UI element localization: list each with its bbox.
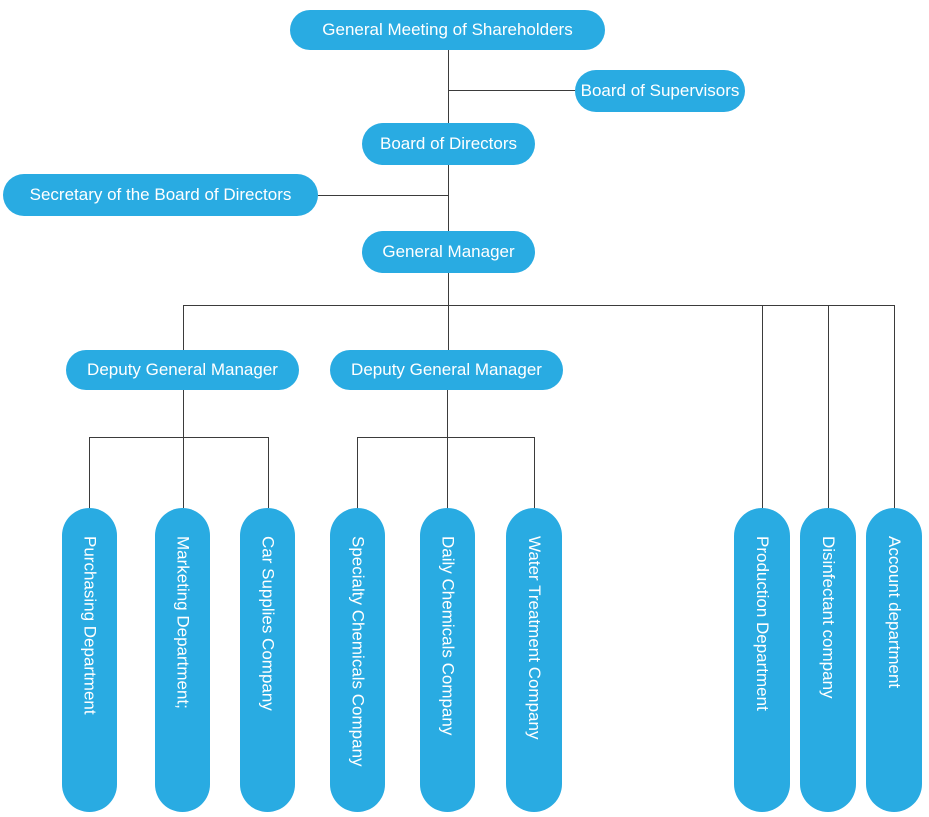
connector-drop-disinfectant	[828, 305, 829, 508]
connector-drop-deputy-gm-2	[448, 305, 449, 350]
connector-shareholders-directors	[448, 50, 449, 123]
node-water-treatment-company: Water Treatment Company	[506, 508, 562, 812]
node-label: General Manager	[382, 242, 515, 261]
node-daily-chemicals-company: Daily Chemicals Company	[420, 508, 475, 812]
node-label: Deputy General Manager	[87, 360, 278, 379]
node-deputy-general-manager-1: Deputy General Manager	[66, 350, 299, 390]
connector-branch-supervisors	[448, 90, 575, 91]
node-label: Disinfectant company	[819, 536, 838, 699]
connector-drop-daily	[447, 437, 448, 508]
connector-drop-production	[762, 305, 763, 508]
node-general-manager: General Manager	[362, 231, 535, 273]
connector-deputy-gm-1-drop	[183, 390, 184, 437]
node-label: Account department	[885, 536, 904, 689]
node-car-supplies-company: Car Supplies Company	[240, 508, 295, 812]
node-label: Production Department	[753, 536, 772, 711]
connector-drop-water	[534, 437, 535, 508]
connector-drop-marketing	[183, 437, 184, 508]
node-account-department: Account department	[866, 508, 922, 812]
connector-branch-secretary	[318, 195, 449, 196]
connector-deputy-gm-2-distribution	[357, 437, 534, 438]
node-board-of-directors: Board of Directors	[362, 123, 535, 165]
connector-drop-car-supplies	[268, 437, 269, 508]
node-label: Marketing Department;	[173, 536, 193, 709]
connector-general-manager-drop	[448, 273, 449, 305]
node-label: Secretary of the Board of Directors	[29, 185, 292, 204]
node-label: Car Supplies Company	[258, 536, 278, 711]
node-secretary-of-the-board: Secretary of the Board of Directors	[3, 174, 318, 216]
connector-main-distribution	[183, 305, 894, 306]
connector-deputy-gm-2-drop	[447, 390, 448, 437]
node-label: Board of Supervisors	[580, 81, 740, 100]
node-label: General Meeting of Shareholders	[322, 20, 573, 39]
node-label: Board of Directors	[380, 134, 517, 153]
node-general-meeting-of-shareholders: General Meeting of Shareholders	[290, 10, 605, 50]
node-label: Deputy General Manager	[351, 360, 542, 379]
node-label: Daily Chemicals Company	[438, 536, 458, 736]
node-production-department: Production Department	[734, 508, 790, 812]
node-disinfectant-company: Disinfectant company	[800, 508, 856, 812]
node-marketing-department: Marketing Department;	[155, 508, 210, 812]
node-deputy-general-manager-2: Deputy General Manager	[330, 350, 563, 390]
node-board-of-supervisors: Board of Supervisors	[575, 70, 745, 112]
connector-directors-general-manager	[448, 165, 449, 231]
connector-drop-deputy-gm-1	[183, 305, 184, 350]
node-specialty-chemicals-company: Specialty Chemicals Company	[330, 508, 385, 812]
node-purchasing-department: Purchasing Department	[62, 508, 117, 812]
connector-drop-purchasing	[89, 437, 90, 508]
connector-drop-account	[894, 305, 895, 508]
node-label: Purchasing Department	[80, 536, 100, 715]
connector-deputy-gm-1-distribution	[89, 437, 268, 438]
node-label: Water Treatment Company	[525, 536, 544, 740]
node-label: Specialty Chemicals Company	[348, 536, 368, 767]
connector-drop-specialty	[357, 437, 358, 508]
